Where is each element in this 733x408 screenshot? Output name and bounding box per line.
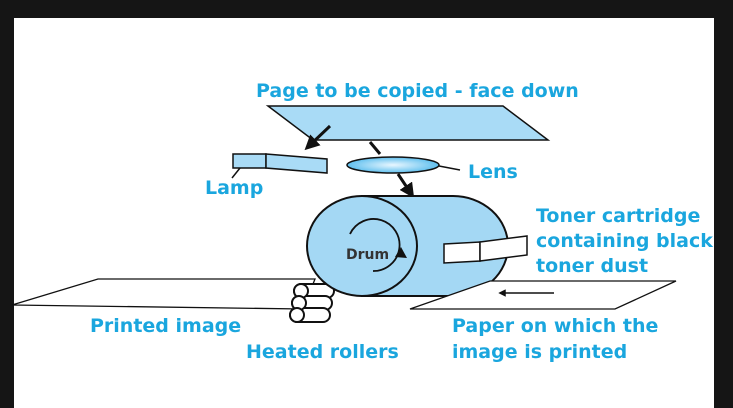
lens-shape xyxy=(346,156,440,174)
drum-rotation-arrowhead xyxy=(395,247,407,258)
lens-label: Lens xyxy=(468,161,518,183)
lens-to-drum-arrow xyxy=(396,173,415,199)
drum-label: Drum xyxy=(346,247,389,263)
toner-label-line1: Toner cartridge xyxy=(536,205,700,227)
paper-label-line2: image is printed xyxy=(452,341,627,363)
toner-label-line2: containing black xyxy=(536,230,713,252)
printed-image-label: Printed image xyxy=(90,315,241,337)
lamp-label: Lamp xyxy=(205,177,263,199)
drum-rotation-arrow xyxy=(349,218,401,272)
toner-cartridge-shape xyxy=(443,235,528,264)
printed-image-paper xyxy=(11,278,316,310)
page-title-label: Page to be copied - face down xyxy=(256,80,579,102)
input-paper xyxy=(409,280,677,310)
paper-label-line1: Paper on which the xyxy=(452,315,658,337)
page-to-lens-arrow xyxy=(368,141,382,155)
heated-rollers-shape xyxy=(289,283,335,323)
heated-rollers-label: Heated rollers xyxy=(246,341,399,363)
drum-front-face xyxy=(306,195,418,297)
lens-pointer-line xyxy=(438,165,461,171)
lamp-shape xyxy=(232,153,328,174)
toner-label-line3: toner dust xyxy=(536,255,648,277)
copy-page-shape xyxy=(265,105,551,141)
lamp-pointer-line xyxy=(231,167,241,179)
page-to-lamp-arrow xyxy=(304,124,332,151)
